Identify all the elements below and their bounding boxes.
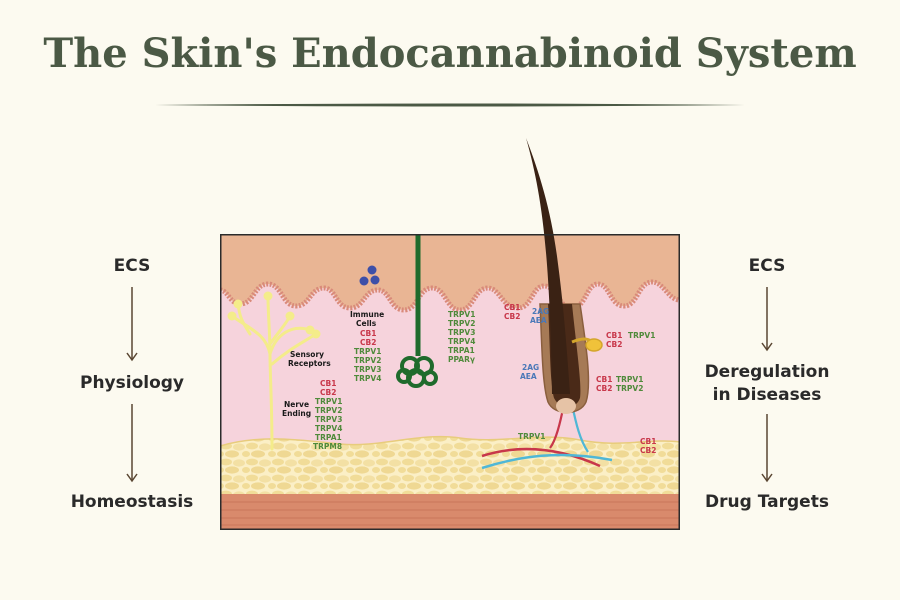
title-divider bbox=[155, 103, 745, 107]
immune-receptor: TRPV2 bbox=[354, 356, 381, 365]
page-title: The Skin's Endocannabinoid System bbox=[43, 30, 857, 77]
nerve-label-2: Ending bbox=[282, 409, 311, 418]
immune-receptor: TRPV3 bbox=[354, 365, 381, 374]
fat-receptor: CB1 bbox=[640, 437, 656, 446]
right-arrow-2-icon bbox=[761, 414, 773, 483]
sebaceous-receptor: TRPV1 bbox=[628, 331, 655, 340]
hair-shaft bbox=[526, 138, 570, 394]
bulb-receptor: CB1 bbox=[596, 375, 612, 384]
nerve-receptor: TRPA1 bbox=[315, 433, 342, 442]
right-flow-drug-targets: Drug Targets bbox=[705, 492, 829, 512]
gland-receptor: PPARγ bbox=[448, 355, 475, 364]
nerve-receptor: CB1 bbox=[320, 379, 336, 388]
gland-receptor: TRPV2 bbox=[448, 319, 475, 328]
epidermis-layer bbox=[220, 234, 680, 310]
bulb-receptor: CB2 bbox=[596, 384, 612, 393]
right-flow-ecs: ECS bbox=[748, 256, 786, 276]
follicle-ligand: AEA bbox=[530, 316, 547, 325]
bulb-receptor: TRPV1 bbox=[616, 375, 643, 384]
immune-label-1: Immune bbox=[350, 310, 384, 319]
hair-follicle-icon bbox=[526, 138, 590, 414]
blood-vessel-red bbox=[481, 447, 601, 468]
nerve-receptor: TRPV4 bbox=[315, 424, 342, 433]
nerve-receptor: TRPV1 bbox=[315, 397, 342, 406]
follicle-receptor: CB2 bbox=[504, 312, 520, 321]
sensory-label-2: Receptors bbox=[288, 359, 331, 368]
right-flow-deregulation-line2: in Diseases bbox=[712, 385, 822, 405]
vessel-receptor: TRPV1 bbox=[518, 432, 545, 441]
follicle-receptor: CB1 bbox=[504, 303, 520, 312]
gland-receptor: TRPV4 bbox=[448, 337, 475, 346]
blood-vessel-blue bbox=[481, 453, 613, 470]
nerve-label-1: Nerve bbox=[284, 400, 309, 409]
immune-receptor: CB1 bbox=[360, 329, 376, 338]
hypodermis-fat-layer bbox=[220, 435, 680, 497]
nerve-receptor: TRPV3 bbox=[315, 415, 342, 424]
follicle-ligand: 2AG bbox=[522, 363, 539, 372]
gland-receptor: TRPV1 bbox=[448, 310, 475, 319]
left-arrow-1-icon bbox=[126, 287, 138, 362]
left-flow-homeostasis: Homeostasis bbox=[70, 492, 194, 512]
gland-receptor: TRPA1 bbox=[448, 346, 475, 355]
nerve-receptor: TRPV2 bbox=[315, 406, 342, 415]
sweat-gland-icon bbox=[396, 234, 438, 388]
follicle-ligand: AEA bbox=[520, 372, 537, 381]
fat-receptor: CB2 bbox=[640, 446, 656, 455]
left-arrow-2-icon bbox=[126, 404, 138, 483]
follicle-ligand: 2AG bbox=[532, 307, 549, 316]
immune-label-2: Cells bbox=[356, 319, 377, 328]
sensory-label-1: Sensory bbox=[290, 350, 324, 359]
immune-receptor: TRPV4 bbox=[354, 374, 381, 383]
basement-membrane bbox=[220, 279, 680, 313]
immune-cells-icon bbox=[359, 265, 380, 286]
left-flow-ecs: ECS bbox=[113, 256, 151, 276]
nerve-receptor: CB2 bbox=[320, 388, 336, 397]
nerve-receptor: TRPM8 bbox=[313, 442, 342, 451]
immune-receptor: CB2 bbox=[360, 338, 376, 347]
gland-receptor: TRPV3 bbox=[448, 328, 475, 337]
sebaceous-receptor: CB1 bbox=[606, 331, 622, 340]
left-flow-physiology: Physiology bbox=[79, 373, 185, 393]
right-flow-deregulation-line1: Deregulation bbox=[704, 362, 830, 382]
right-arrow-1-icon bbox=[761, 287, 773, 352]
muscle-layer bbox=[220, 494, 680, 530]
skin-diagram: Sensory Receptors Nerve Ending CB1 CB2 T… bbox=[220, 138, 680, 530]
right-flow-deregulation: Deregulation in Diseases bbox=[672, 361, 862, 407]
sebaceous-receptor: CB2 bbox=[606, 340, 622, 349]
bulb-receptor: TRPV2 bbox=[616, 384, 643, 393]
sebaceous-gland-icon bbox=[571, 337, 603, 352]
immune-receptor: TRPV1 bbox=[354, 347, 381, 356]
